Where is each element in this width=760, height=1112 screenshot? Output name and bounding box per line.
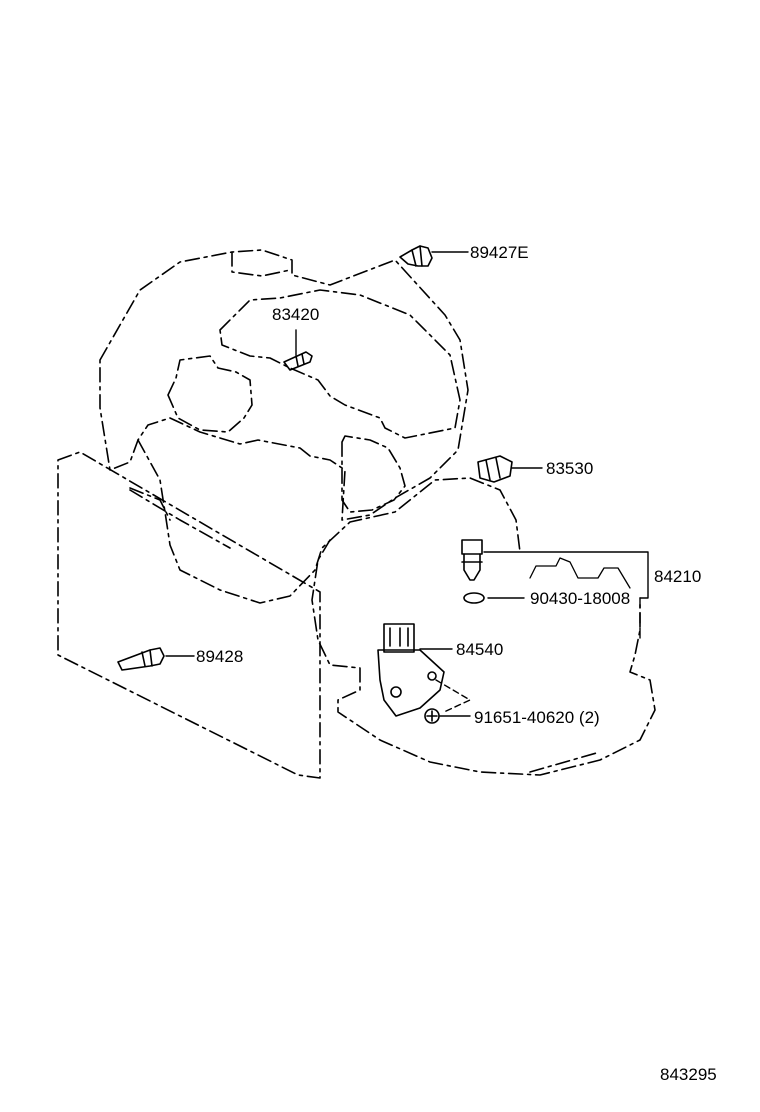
part-83530-switch — [477, 455, 513, 483]
part-83420-sensor — [283, 351, 313, 371]
part-89427e-sensor — [399, 245, 433, 267]
part-90430-gasket — [463, 592, 485, 604]
part-91651-bolt — [424, 708, 440, 724]
label-91651: 91651-40620 (2) — [474, 708, 600, 727]
part-84210-wire-shape — [529, 557, 631, 589]
part-89428-sensor — [117, 647, 165, 671]
label-90430: 90430-18008 — [530, 589, 631, 608]
label-83530: 83530 — [546, 459, 594, 478]
part-84540-switch — [377, 623, 445, 717]
label-89428: 89428 — [196, 647, 244, 666]
label-89427e: 89427E — [470, 243, 529, 262]
label-84540: 84540 — [456, 640, 504, 659]
leader-lines — [165, 251, 649, 717]
label-83420: 83420 — [272, 305, 320, 324]
part-84210-sender — [461, 539, 483, 581]
diagram-code: 843295 — [660, 1065, 717, 1084]
label-84210: 84210 — [654, 567, 702, 586]
engine-outline — [57, 249, 656, 779]
